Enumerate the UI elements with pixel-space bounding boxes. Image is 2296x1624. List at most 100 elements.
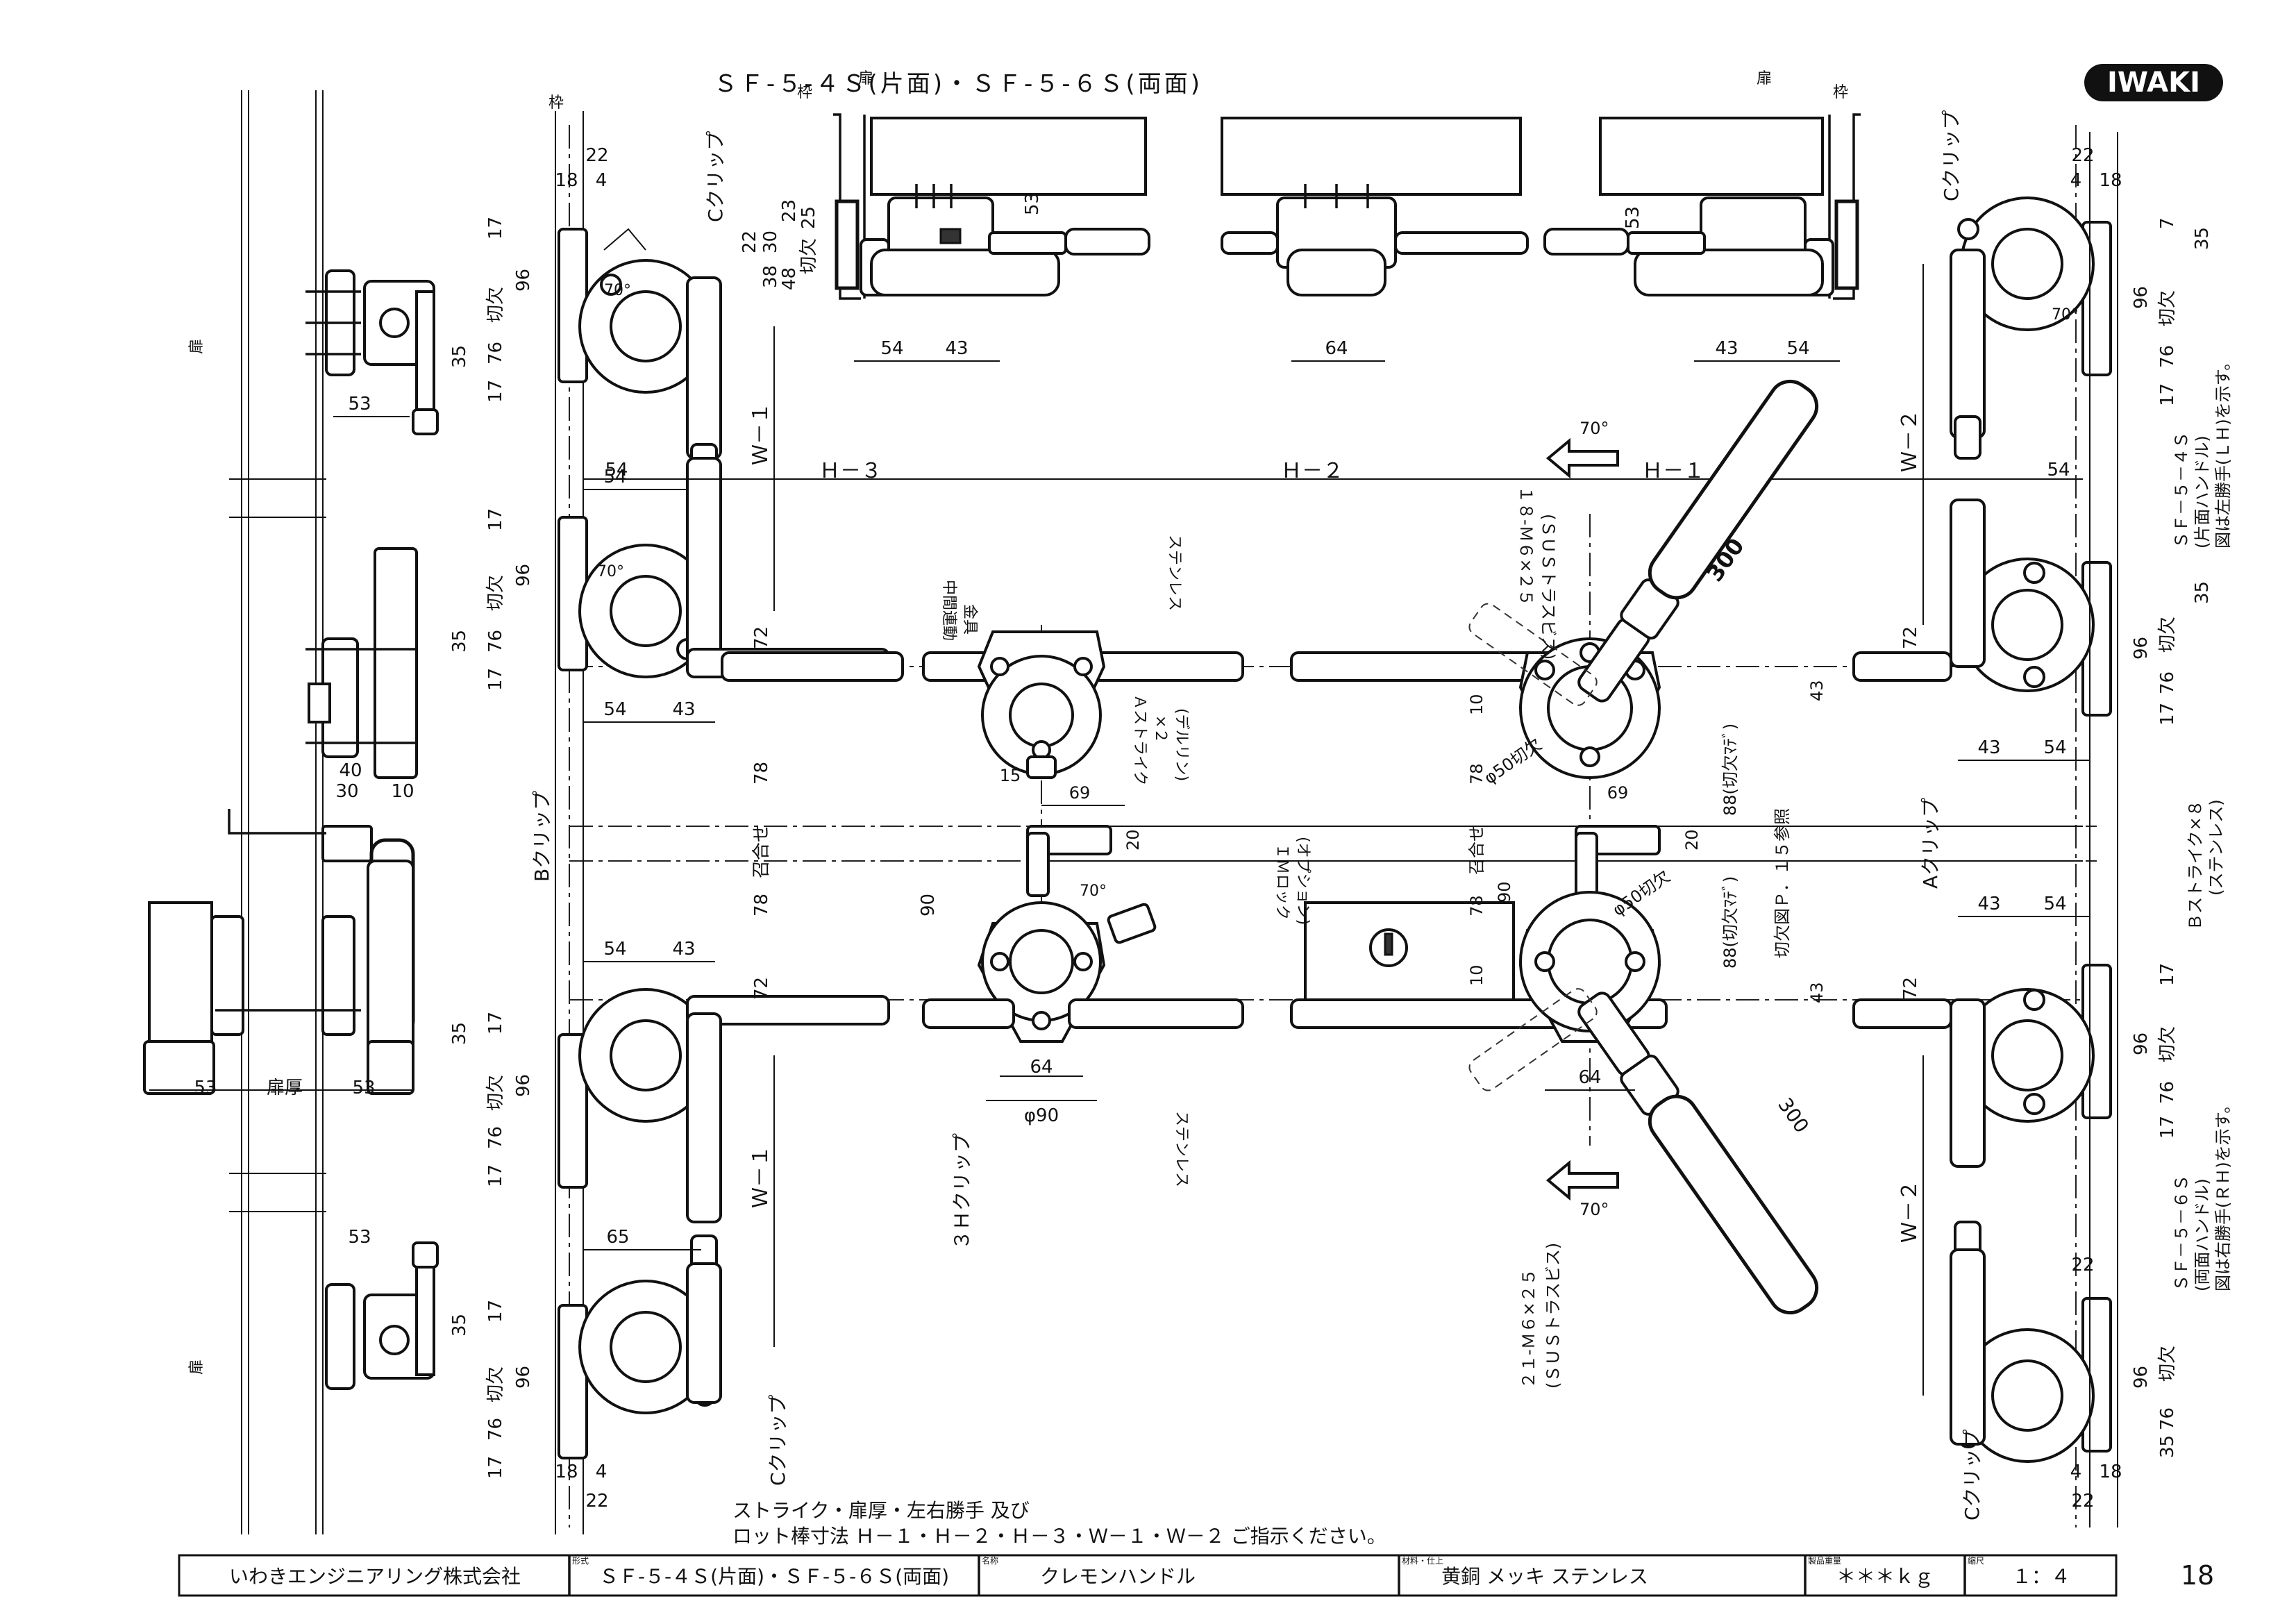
svg-text:(ＳＵＳトラスビス): (ＳＵＳトラスビス) bbox=[1539, 514, 1558, 660]
svg-text:召合せ: 召合せ bbox=[751, 824, 772, 878]
svg-text:18: 18 bbox=[2099, 1462, 2122, 1482]
svg-text:54: 54 bbox=[2043, 737, 2066, 758]
svg-text:製品重量: 製品重量 bbox=[1808, 1556, 1841, 1566]
svg-text:76: 76 bbox=[2157, 1081, 2178, 1104]
svg-text:17: 17 bbox=[485, 508, 506, 531]
tb-model: ＳＦ-５-４Ｓ(片面)・ＳＦ-５-６Ｓ(両面) bbox=[599, 1565, 949, 1588]
svg-text:78: 78 bbox=[751, 762, 772, 785]
svg-text:中間連動: 中間連動 bbox=[940, 580, 957, 641]
svg-text:17: 17 bbox=[485, 217, 506, 240]
svg-text:１８-Ｍ６×２５: １８-Ｍ６×２５ bbox=[1516, 486, 1536, 606]
svg-text:96: 96 bbox=[2131, 286, 2152, 309]
svg-text:54: 54 bbox=[2047, 460, 2070, 480]
svg-text:２１-Ｍ６×２５: ２１-Ｍ６×２５ bbox=[1519, 1269, 1539, 1389]
svg-text:切欠: 切欠 bbox=[2157, 617, 2178, 653]
svg-text:扉: 扉 bbox=[1757, 70, 1772, 87]
svg-text:30: 30 bbox=[335, 781, 358, 802]
svg-text:Cクリップ: Cクリップ bbox=[704, 131, 727, 222]
svg-text:22: 22 bbox=[585, 1491, 608, 1512]
svg-text:17: 17 bbox=[485, 1456, 506, 1479]
svg-text:Cクリップ: Cクリップ bbox=[1940, 110, 1963, 201]
svg-text:20: 20 bbox=[1682, 829, 1702, 851]
svg-text:38: 38 bbox=[760, 265, 781, 288]
svg-text:53: 53 bbox=[348, 394, 371, 415]
svg-text:43: 43 bbox=[1977, 894, 2000, 914]
side-notes: ＳＦ－５－４Ｓ (片面ハンドル) 図は左勝手(ＬＨ)を示す。 ＳＦ－５－６Ｓ (… bbox=[2172, 354, 2233, 1291]
drawing-title: ＳＦ-５-４Ｓ(片面)・ＳＦ-５-６Ｓ(両面) bbox=[714, 70, 1203, 98]
svg-text:70°: 70° bbox=[1579, 419, 1609, 438]
svg-text:43: 43 bbox=[672, 939, 695, 960]
svg-text:22: 22 bbox=[585, 145, 608, 166]
svg-text:切欠: 切欠 bbox=[798, 238, 819, 274]
svg-text:ＩＭロック: ＩＭロック bbox=[1273, 844, 1291, 920]
tb-company: いわきエンジニアリング株式会社 bbox=[229, 1565, 521, 1588]
svg-text:96: 96 bbox=[2131, 637, 2152, 660]
3h-clip: 70° 20 90 64 φ90 ３Ｈクリップ ステンレス bbox=[918, 825, 1244, 1250]
svg-text:54: 54 bbox=[603, 939, 626, 960]
svg-text:96: 96 bbox=[513, 1366, 534, 1389]
svg-text:切欠: 切欠 bbox=[485, 1075, 506, 1111]
svg-text:扉: 扉 bbox=[858, 70, 873, 87]
svg-text:76: 76 bbox=[2157, 345, 2178, 368]
svg-text:54: 54 bbox=[2043, 894, 2066, 914]
left-c-clip-bottom: Cクリップ 65 bbox=[558, 1227, 789, 1486]
svg-text:(デルリン): (デルリン) bbox=[1173, 708, 1190, 781]
svg-text:22: 22 bbox=[739, 231, 760, 253]
svg-text:ステンレス: ステンレス bbox=[1173, 1111, 1190, 1187]
svg-text:76: 76 bbox=[485, 630, 506, 653]
svg-text:35: 35 bbox=[449, 345, 470, 368]
svg-text:×２: ×２ bbox=[1152, 715, 1169, 743]
order-note: ストライク・扉厚・左右勝手 及び ロット棒寸法 Ｈ－１・Ｈ－２・Ｈ－３・Ｗ－１・… bbox=[732, 1499, 1386, 1548]
svg-text:17: 17 bbox=[2157, 963, 2178, 986]
svg-text:18: 18 bbox=[2099, 170, 2122, 191]
svg-text:72: 72 bbox=[751, 977, 772, 1000]
page-number: 18 bbox=[2181, 1560, 2214, 1591]
svg-text:切欠: 切欠 bbox=[2157, 290, 2178, 326]
svg-text:70°: 70° bbox=[597, 563, 624, 580]
svg-text:切欠図Ｐ．１５参照: 切欠図Ｐ．１５参照 bbox=[1773, 808, 1792, 958]
svg-text:48: 48 bbox=[779, 267, 800, 290]
svg-text:43: 43 bbox=[672, 699, 695, 720]
intermediate-fitting: 中間連動 金具 ステンレス Ａストライク ×２ (デルリン) 15 69 bbox=[721, 535, 1244, 806]
svg-text:53: 53 bbox=[1623, 206, 1643, 229]
svg-text:25: 25 bbox=[798, 206, 819, 229]
svg-text:76: 76 bbox=[485, 342, 506, 365]
svg-text:Aクリップ: Aクリップ bbox=[1919, 798, 1942, 889]
svg-text:54: 54 bbox=[603, 467, 626, 487]
svg-text:64: 64 bbox=[1578, 1067, 1601, 1088]
svg-text:図は左勝手(ＬＨ)を示す。: 図は左勝手(ＬＨ)を示す。 bbox=[2213, 354, 2233, 549]
iwaki-logo: IWAKI bbox=[2084, 64, 2223, 101]
svg-text:22: 22 bbox=[2071, 145, 2094, 166]
svg-text:43: 43 bbox=[1977, 737, 2000, 758]
svg-text:17: 17 bbox=[2157, 703, 2178, 726]
svg-text:96: 96 bbox=[2131, 1032, 2152, 1055]
svg-text:53: 53 bbox=[352, 1078, 375, 1098]
svg-text:22: 22 bbox=[2071, 1491, 2094, 1512]
svg-text:名称: 名称 bbox=[982, 1555, 998, 1566]
svg-text:扉: 扉 bbox=[188, 339, 206, 354]
svg-text:Ｗ－１: Ｗ－１ bbox=[748, 403, 773, 465]
svg-text:76: 76 bbox=[2157, 1407, 2178, 1430]
svg-text:(片面ハンドル): (片面ハンドル) bbox=[2193, 435, 2212, 549]
svg-text:切欠: 切欠 bbox=[485, 575, 506, 611]
tb-name: クレモンハンドル bbox=[1040, 1565, 1196, 1588]
svg-text:17: 17 bbox=[485, 380, 506, 403]
svg-text:(ＳＵＳトラスビス): (ＳＵＳトラスビス) bbox=[1543, 1243, 1563, 1389]
svg-text:76: 76 bbox=[485, 1126, 506, 1149]
svg-text:18: 18 bbox=[555, 1462, 578, 1482]
svg-text:(ステンレス): (ステンレス) bbox=[2206, 799, 2226, 896]
right-dims: 22 4 18 4 18 22 22 35 7 96 切欠 76 17 35 9… bbox=[1897, 132, 2226, 1527]
svg-text:扉厚: 扉厚 bbox=[267, 1078, 303, 1098]
svg-text:ロット棒寸法 Ｈ－１・Ｈ－２・Ｈ－３・Ｗ－１・Ｗ－２ ご指示: ロット棒寸法 Ｈ－１・Ｈ－２・Ｈ－３・Ｗ－１・Ｗ－２ ご指示ください。 bbox=[732, 1525, 1386, 1548]
svg-text:43: 43 bbox=[1807, 680, 1827, 701]
svg-text:３Ｈクリップ: ３Ｈクリップ bbox=[950, 1133, 973, 1250]
svg-text:材料・仕上: 材料・仕上 bbox=[1402, 1556, 1443, 1566]
svg-text:17: 17 bbox=[2157, 1116, 2178, 1139]
svg-text:ステンレス: ステンレス bbox=[1166, 535, 1183, 611]
svg-text:17: 17 bbox=[485, 1012, 506, 1035]
svg-text:4: 4 bbox=[596, 1462, 607, 1482]
svg-text:54: 54 bbox=[603, 699, 626, 720]
svg-text:金具: 金具 bbox=[961, 604, 978, 635]
svg-text:23: 23 bbox=[779, 199, 800, 222]
